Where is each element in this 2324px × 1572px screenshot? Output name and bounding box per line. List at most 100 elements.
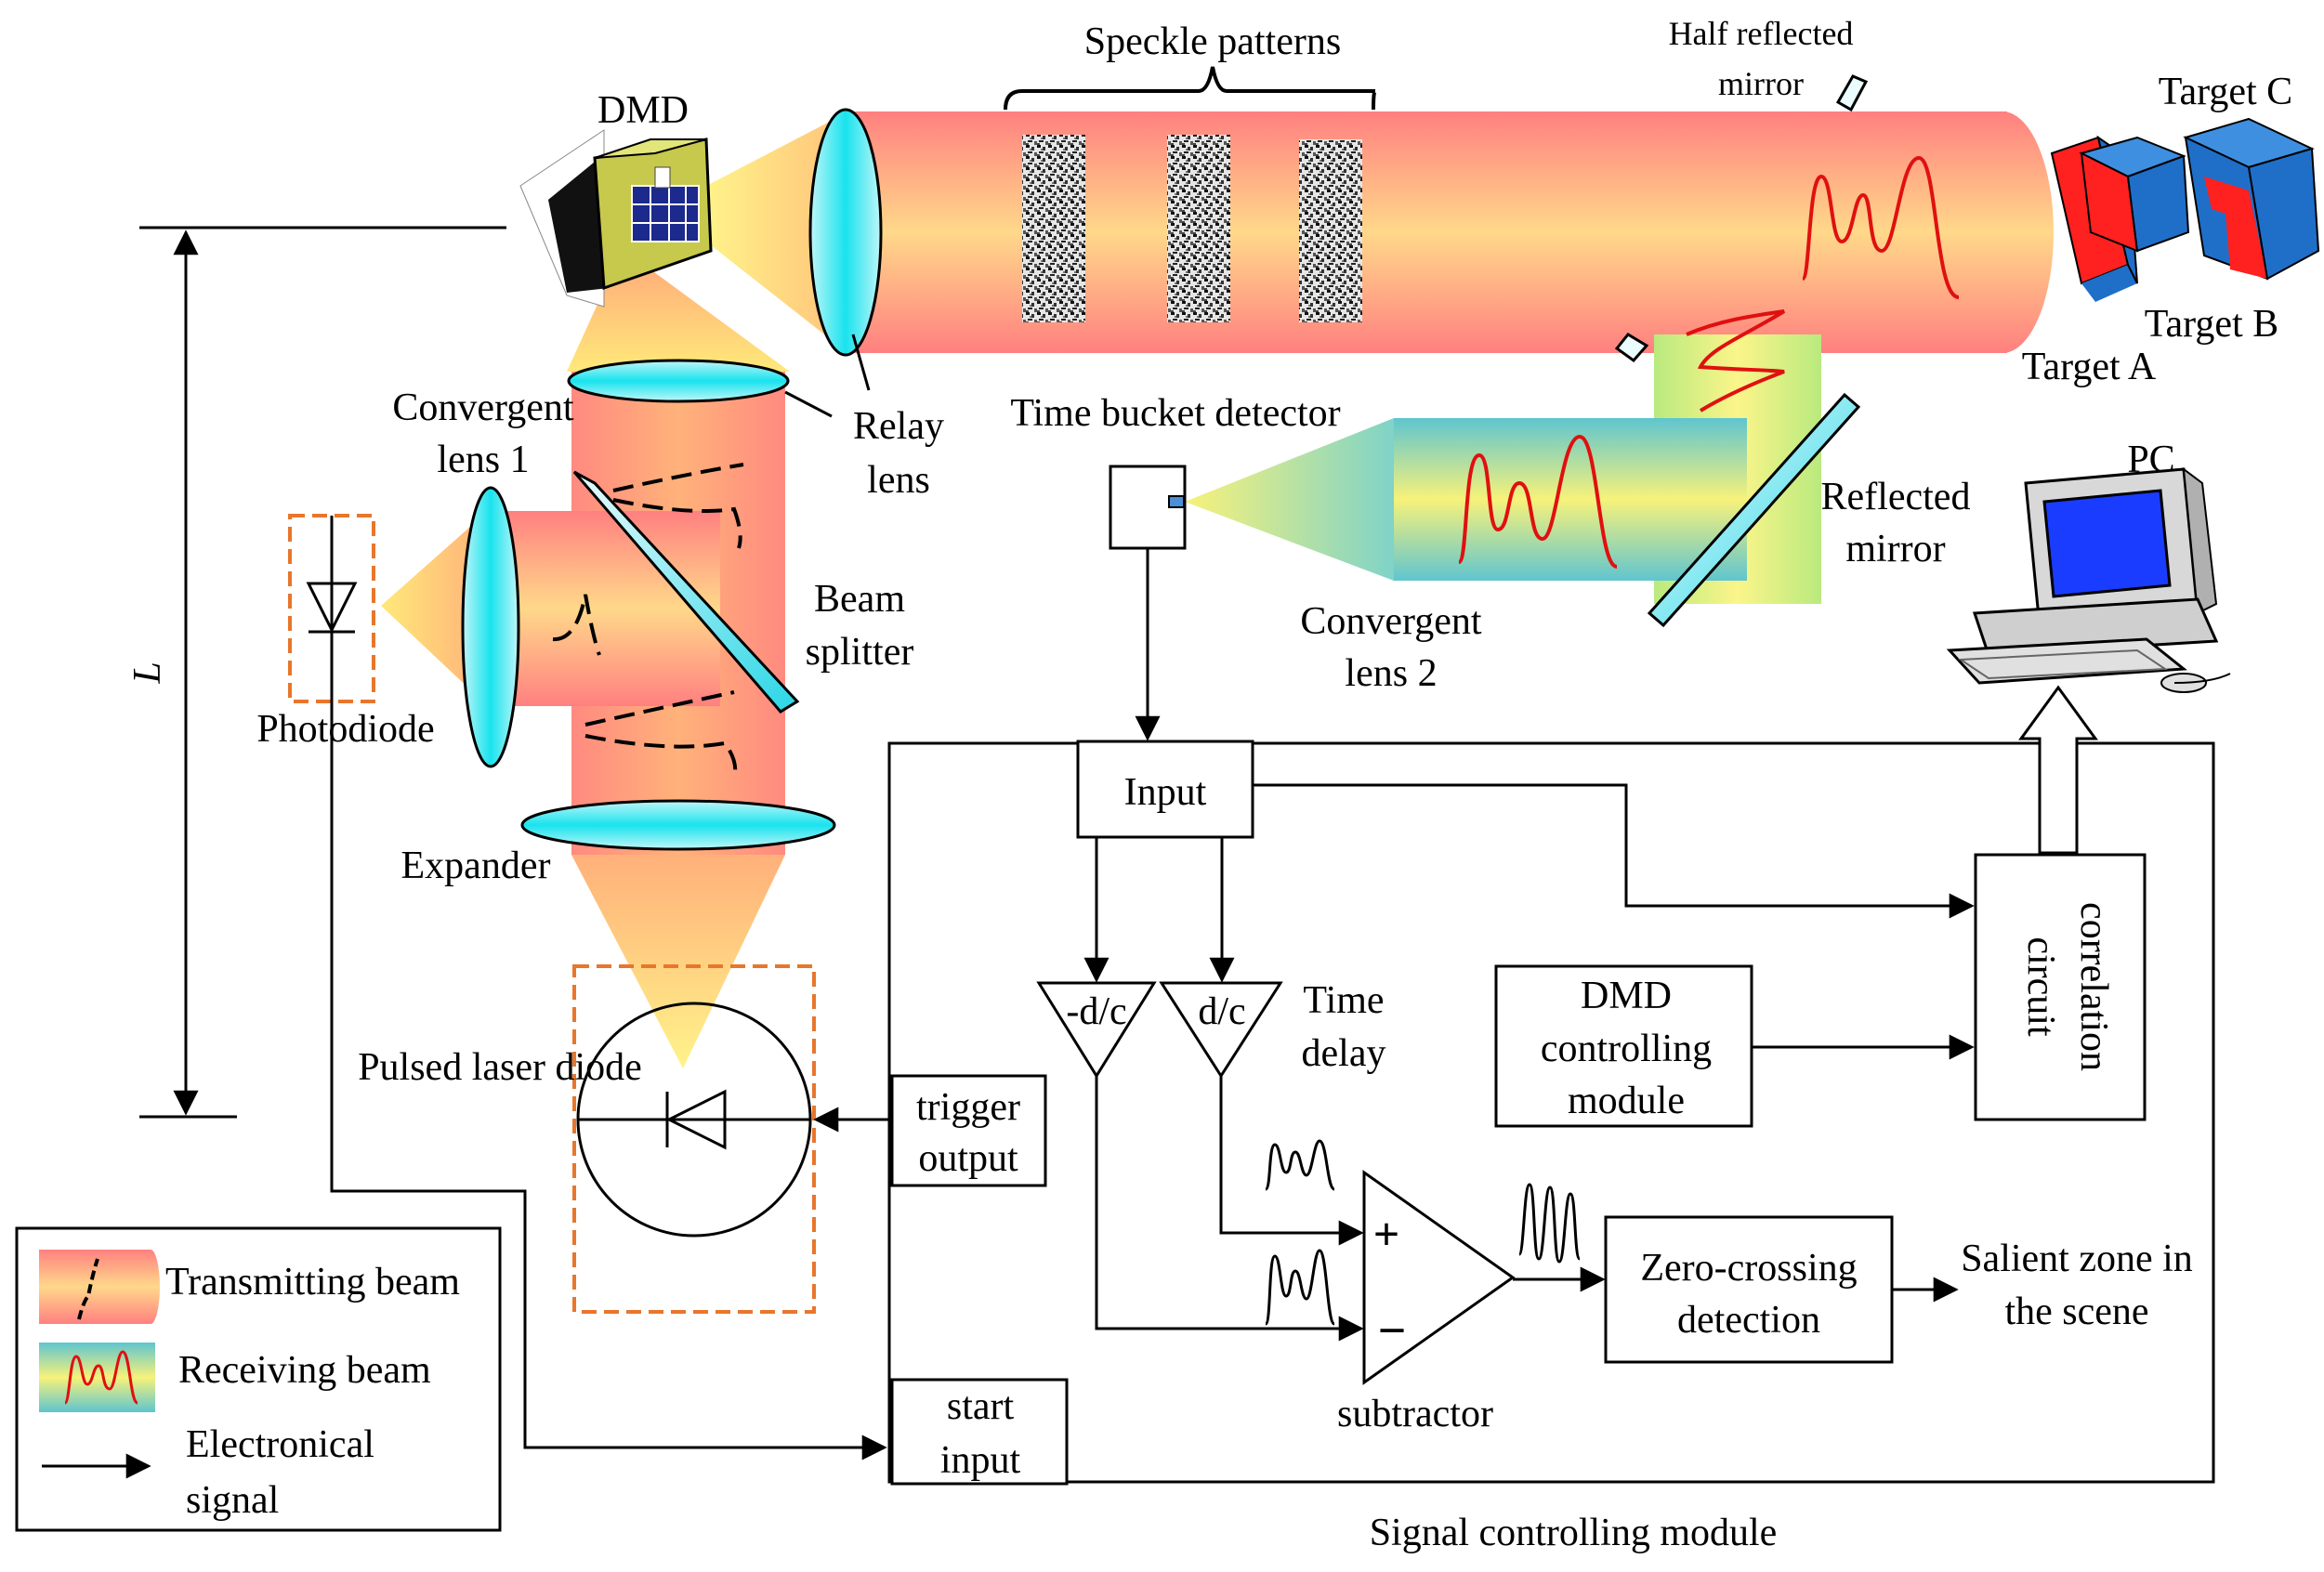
dmd-device: [519, 129, 713, 308]
text-labels: Speckle patterns Half reflected mirror D…: [126, 15, 2292, 1554]
receive-pulse-marks: [1457, 155, 1960, 569]
trigger-output-box: [890, 1074, 1047, 1187]
photodiode-lens: [461, 486, 520, 768]
label-salient-2: the scene: [2004, 1290, 2148, 1333]
label-pc: PC: [2127, 439, 2174, 481]
dc-to-plus-line: [1219, 1076, 1364, 1246]
label-minus: −: [1378, 1303, 1407, 1358]
target-c: [2183, 117, 2320, 281]
time-bucket-detector: [1109, 465, 1187, 550]
legend-receiving-label: Receiving beam: [178, 1349, 431, 1392]
label-speckle-patterns: Speckle patterns: [1084, 20, 1341, 63]
label-dc: d/c: [1198, 990, 1245, 1033]
label-trigger-1: trigger: [916, 1086, 1020, 1129]
laser-cone: [571, 855, 785, 1068]
label-reflected-mirror-2: mirror: [1845, 528, 1945, 570]
transmit-pulse-marks: [552, 463, 744, 779]
label-relay-lens-2: lens: [867, 459, 930, 502]
label-salient-1: Salient zone in: [1961, 1238, 2193, 1280]
dmd-controlling-module-box: [1494, 964, 1753, 1128]
label-convergent-lens1-1: Convergent: [392, 386, 574, 429]
label-convergent-lens1-2: lens 1: [437, 439, 529, 481]
label-start-2: input: [940, 1439, 1021, 1482]
neg-dc-to-minus-line: [1095, 1076, 1364, 1342]
signal-controlling-module-frame: [887, 741, 2215, 1484]
label-target-c: Target C: [2159, 71, 2292, 113]
correlation-circuit-box: [1974, 853, 2147, 1121]
label-target-b: Target B: [2145, 303, 2278, 346]
reflected-mirror: [1647, 392, 1861, 628]
start-input-box: [890, 1378, 1069, 1486]
label-signal-controlling-module: Signal controlling module: [1370, 1512, 1778, 1554]
label-dmd: DMD: [597, 89, 689, 132]
label-time-bucket-detector: Time bucket detector: [1010, 392, 1340, 435]
speckle-pattern-3: [1299, 139, 1362, 322]
label-target-a: Target A: [2022, 346, 2157, 388]
label-correlation-circuit-2: circuit: [2019, 937, 2062, 1037]
correlation-to-pc-arrow: [2018, 685, 2098, 855]
pc-computer: [1946, 466, 2231, 693]
pulsed-laser-diode-symbol: [572, 964, 816, 1314]
label-correlation-circuit-1: correlation: [2072, 902, 2115, 1071]
legend-electronical-label-1: Electronical: [186, 1423, 374, 1466]
half-reflected-mirror-top: [1835, 74, 1869, 112]
convergent-lens-1: [567, 359, 790, 403]
label-subtractor: subtractor: [1337, 1393, 1493, 1435]
expander-lens: [520, 799, 836, 851]
legend-receiving-swatch: [39, 1343, 155, 1412]
label-dmd-ctrl-3: module: [1568, 1080, 1685, 1122]
legend-transmitting-swatch: [39, 1250, 160, 1324]
dmd-relay-cone: [706, 113, 846, 351]
legend-transmitting-label: Transmitting beam: [165, 1261, 460, 1303]
label-expander: Expander: [401, 845, 551, 887]
beam-splitter: [572, 470, 800, 714]
legend-electronical-label-2: signal: [186, 1479, 279, 1522]
half-reflected-mirror-bottom: [1614, 333, 1649, 363]
label-relay-lens-1: Relay: [853, 405, 944, 448]
photodiode-symbol: [288, 514, 375, 703]
subtractor-triangle: [1362, 1170, 1516, 1385]
target-b: [2079, 136, 2190, 253]
zero-crossing-box: [1604, 1215, 1894, 1364]
label-photodiode: Photodiode: [256, 708, 434, 751]
label-plus: +: [1373, 1208, 1400, 1260]
photodiode-cone: [381, 511, 488, 706]
label-zero-crossing-1: Zero-crossing: [1640, 1247, 1857, 1290]
delay-pulse-plots: [1264, 1139, 1582, 1326]
photodiode-to-start-line: [330, 701, 887, 1461]
distance-l-marker: [139, 226, 506, 1119]
label-beam-splitter-1: Beam: [814, 578, 905, 621]
receive-cone: [1185, 418, 1394, 581]
label-time-delay-2: delay: [1302, 1032, 1386, 1075]
label-trigger-2: output: [918, 1137, 1018, 1180]
label-half-reflected-2: mirror: [1718, 65, 1804, 102]
dmd-down-cone: [567, 269, 790, 372]
label-distance-l: L: [126, 662, 169, 684]
label-dmd-ctrl-1: DMD: [1581, 975, 1672, 1017]
label-input: Input: [1124, 771, 1207, 814]
speckle-brace: [1004, 66, 1377, 111]
speckle-pattern-2: [1167, 135, 1230, 322]
speckle-pattern-1: [1022, 135, 1085, 322]
relay-lens: [808, 108, 883, 357]
relay-lens-pointer: [851, 334, 871, 391]
label-reflected-mirror-1: Reflected: [1821, 476, 1971, 518]
label-neg-dc: -d/c: [1066, 990, 1126, 1033]
label-convergent-lens2-1: Convergent: [1300, 600, 1482, 643]
input-to-correlation-line: [1253, 783, 1975, 919]
convergent-lens-1-pointer: [784, 390, 833, 418]
input-box: [1076, 740, 1254, 839]
neg-dc-delay-triangle: [1036, 981, 1157, 1079]
label-time-delay-1: Time: [1303, 979, 1384, 1022]
label-dmd-ctrl-2: controlling: [1541, 1028, 1712, 1070]
label-beam-splitter-2: splitter: [806, 631, 914, 674]
photodiode-beam: [488, 511, 720, 706]
dc-delay-triangle: [1159, 981, 1283, 1079]
label-half-reflected-1: Half reflected: [1669, 15, 1854, 52]
label-pulsed-laser-diode: Pulsed laser diode: [358, 1046, 642, 1089]
label-zero-crossing-2: detection: [1677, 1299, 1820, 1342]
label-convergent-lens2-2: lens 2: [1345, 652, 1437, 695]
label-start-1: start: [947, 1385, 1015, 1428]
